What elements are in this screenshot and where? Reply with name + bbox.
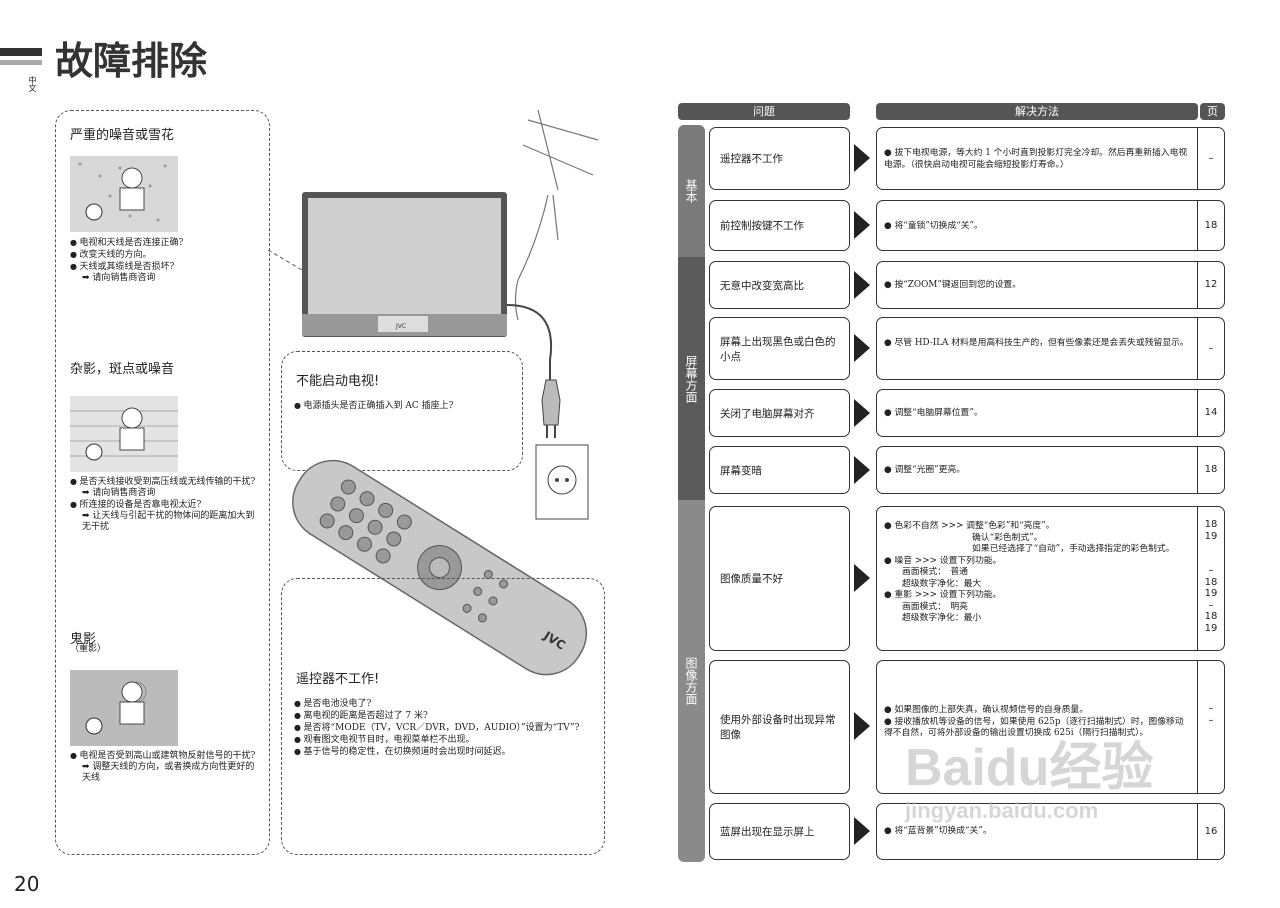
problem-cell: 屏幕变暗 (709, 446, 850, 494)
spots-sub: ➡ 让天线与引起干扰的物体间的距离加大到无干扰 (82, 511, 255, 532)
solution-cell: ● 拔下电视电源，等大约 1 个小时直到投影灯完全冷却。然后再重新插入电视电源。… (876, 127, 1225, 190)
ghost-item: 电视是否受到高山或建筑物反射信号的干扰? (70, 750, 258, 762)
problem-cell: 屏幕上出现黑色或白色的小点 (709, 317, 850, 380)
arrow-icon (854, 334, 870, 362)
noise-item: 电视和天线是否连接正确? (70, 237, 260, 249)
problem-cell: 无意中改变宽高比 (709, 261, 850, 309)
watermark: Baidu经验 jingyan.baidu.com (905, 738, 1153, 824)
watermark-url: jingyan.baidu.com (905, 798, 1099, 823)
problem-cell: 蓝屏出现在显示屏上 (709, 803, 850, 860)
arrow-icon (854, 712, 870, 740)
solution-cell: ● 如果图像的上部失真，确认视频信号的自身质量。 ● 接收播放机等设备的信号，如… (876, 660, 1225, 794)
header-solution: 解决方法 (876, 103, 1198, 120)
header-problem: 问题 (678, 103, 850, 120)
solution-cell: ● 按“ZOOM”键返回到您的设置。 12 (876, 261, 1225, 309)
remote-item: 是否电池没电了? (294, 698, 594, 710)
noise-list: 电视和天线是否连接正确? 改变天线的方向。 天线或其缆线是否损坏? ➡ 请向销售… (70, 237, 260, 284)
arrow-icon (854, 271, 870, 299)
remote-illustration: JVC (292, 459, 588, 676)
title-bar-dark (0, 48, 42, 56)
arrow-icon (854, 564, 870, 592)
noise-item: 天线或其缆线是否损坏? (70, 261, 260, 273)
arrow-icon (854, 144, 870, 172)
spots-item: 是否天线接收受到高压线或无线传输的干扰? (70, 476, 258, 488)
noise-image (70, 156, 178, 232)
remote-box (281, 578, 605, 855)
ghost-subtitle: （重影） (70, 644, 107, 654)
remote-item: 离电视的距离是否超过了 7 米? (294, 710, 594, 722)
title-bar-light (0, 60, 42, 65)
solution-cell: ● 调整“光圈”更亮。 18 (876, 446, 1225, 494)
remote-item: 是否将“MODE（TV，VCR／DVR，DVD，AUDIO）”设置为“TV”? (294, 722, 594, 734)
remote-item: 观看图文电视节目时，电视菜单栏不出现。 (294, 734, 594, 746)
tv-illustration: JVC (268, 109, 599, 520)
side-label: 中文 (28, 76, 37, 92)
solution-cell: ● 将“童锁”切换成“关”。 18 (876, 200, 1225, 251)
remote-list: 是否电池没电了? 离电视的距离是否超过了 7 米? 是否将“MODE（TV，VC… (294, 698, 594, 758)
power-title: 不能启动电视! (296, 374, 380, 389)
power-box (281, 351, 523, 471)
noise-title: 严重的噪音或雪花 (70, 128, 175, 143)
problem-cell: 使用外部设备时出现异常图像 (709, 660, 850, 794)
tv-brand: JVC (395, 323, 406, 330)
category-image: 图像方面 (678, 500, 705, 862)
ghost-title: 鬼影 (70, 632, 97, 647)
ghost-image (70, 670, 178, 746)
remote-item: 基于信号的稳定性，在切换频道时会出现时间延迟。 (294, 746, 594, 758)
spots-title: 杂影，斑点或噪音 (70, 362, 175, 377)
problem-cell: 关闭了电脑屏幕对齐 (709, 389, 850, 437)
category-basic: 基本 (678, 125, 705, 257)
power-list: 电源插头是否正确插入到 AC 插座上? (294, 400, 514, 412)
category-screen: 屏幕方面 (678, 257, 705, 500)
watermark-logo: Baidu经验 (905, 739, 1154, 797)
problem-cell: 遥控器不工作 (709, 127, 850, 190)
solution-cell: ● 色彩不自然 >>> 调整“色彩”和“亮度”。 确认“彩色制式”。 如果已经选… (876, 506, 1225, 651)
spots-sub: ➡ 请向销售商咨询 (82, 488, 156, 498)
arrow-icon (854, 211, 870, 239)
spots-item: 所连接的设备是否靠电视太近? (70, 499, 258, 511)
noise-item: 改变天线的方向。 (70, 249, 260, 261)
header-page: 页 (1200, 103, 1225, 120)
solution-cell: ● 调整“电脑屏幕位置”。 14 (876, 389, 1225, 437)
problem-cell: 前控制按键不工作 (709, 200, 850, 251)
page-number: 20 (14, 872, 40, 896)
arrow-icon (854, 399, 870, 427)
solution-cell: ● 将“蓝背景”切换成“关”。 16 (876, 803, 1225, 860)
arrow-icon (854, 817, 870, 845)
page-list: – – (1197, 661, 1224, 793)
solution-cell: ● 尽管 HD-ILA 材料是用高科技生产的，但有些像素还是会丢失或残留显示。 … (876, 317, 1225, 380)
ghost-list: 电视是否受到高山或建筑物反射信号的干扰? ➡ 调整天线的方向，或者换成方向性更好… (70, 750, 258, 784)
arrow-icon (854, 456, 870, 484)
power-item: 电源插头是否正确插入到 AC 插座上? (294, 400, 514, 412)
page-title: 故障排除 (55, 39, 208, 83)
problem-cell: 图像质量不好 (709, 506, 850, 651)
noise-sub: ➡ 请向销售商咨询 (82, 273, 156, 283)
remote-title: 遥控器不工作! (296, 672, 380, 687)
spots-image (70, 396, 178, 472)
ghost-sub: ➡ 调整天线的方向，或者换成方向性更好的天线 (82, 762, 255, 783)
page-list: 18 19 – 18 19 – 18 19 (1197, 507, 1224, 650)
spots-list: 是否天线接收受到高压线或无线传输的干扰? ➡ 请向销售商咨询 所连接的设备是否靠… (70, 476, 258, 533)
symptoms-box (55, 110, 270, 855)
